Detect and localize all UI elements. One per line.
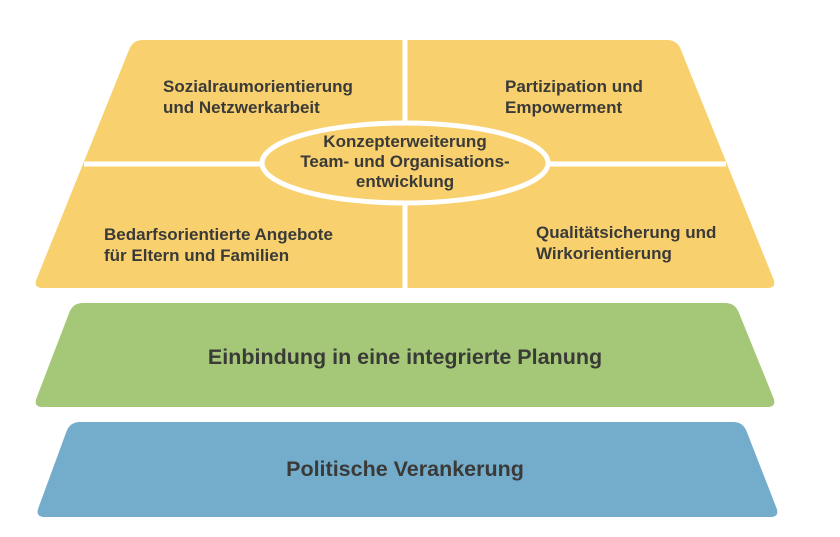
center-ellipse <box>259 120 551 206</box>
middle-layer-label: Einbindung in eine integrierte Planung <box>207 345 603 369</box>
bottom-trapezoid <box>37 422 778 517</box>
quadrant-label-qualitaetsicherung: Qualitätsicherung und Wirkorientierung <box>536 223 717 263</box>
middle-trapezoid <box>35 303 775 407</box>
bottom-layer-label: Politische Verankerung <box>286 457 524 481</box>
quadrant-label-sozialraumorientierung: Sozialraumorientierung und Netzwerkarbei… <box>163 77 353 117</box>
center-ellipse-label: Konzepterweiterung Team- und Organisatio… <box>300 132 510 191</box>
quadrant-label-bedarfsorientierte-angebote: Bedarfsorientierte Angebote für Eltern u… <box>104 225 333 265</box>
quadrant-label-partizipation: Partizipation und Empowerment <box>505 77 643 117</box>
